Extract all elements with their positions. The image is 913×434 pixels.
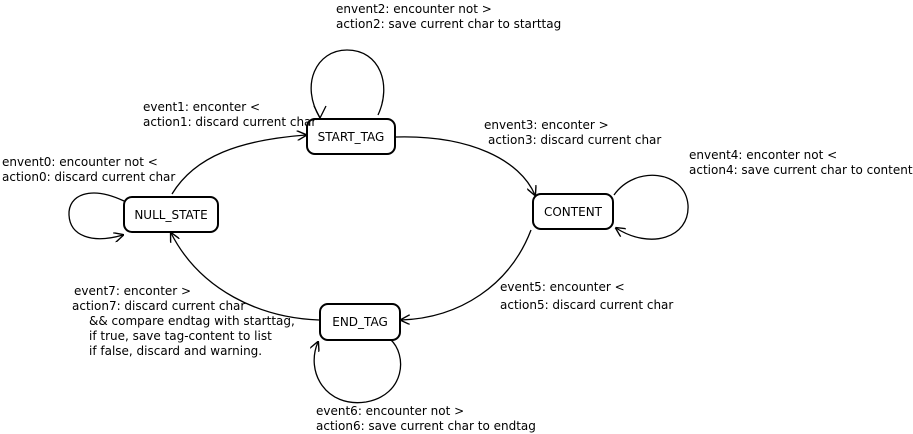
- label-t4: envent4: enconter not < action4: save cu…: [689, 148, 913, 178]
- label-t7: event7: enconter > action7: discard curr…: [72, 284, 295, 359]
- edge-t3-start-to-content: [395, 136, 535, 195]
- label-t3-action: action3: discard current char: [488, 133, 662, 147]
- edge-t5-content-to-end: [401, 229, 532, 320]
- label-t0-action: action0: discard current char: [2, 170, 176, 184]
- label-t4-event: envent4: enconter not <: [689, 148, 838, 162]
- edge-t4-self-loop: [613, 174, 689, 240]
- label-t4-action: action4: save current char to content: [689, 163, 913, 177]
- label-t3-event: envent3: enconter >: [484, 118, 609, 132]
- label-t2: envent2: encounter not > action2: save c…: [336, 2, 561, 32]
- state-end-tag: END_TAG: [319, 303, 401, 341]
- state-null-state-label: NULL_STATE: [134, 207, 208, 222]
- label-t5-action: action5: discard current char: [500, 298, 674, 312]
- label-t7-event: event7: enconter >: [74, 284, 192, 298]
- label-t3: envent3: enconter > action3: discard cur…: [484, 118, 661, 148]
- state-start-tag-label: START_TAG: [317, 129, 385, 144]
- label-t6: event6: encounter not > action6: save cu…: [316, 404, 536, 434]
- label-t0-event: envent0: encounter not <: [2, 155, 158, 169]
- label-t1: event1: enconter < action1: discard curr…: [143, 100, 316, 130]
- edge-t6-self-loop: [314, 338, 402, 404]
- edge-t1-null-to-start: [171, 135, 306, 195]
- state-end-tag-label: END_TAG: [332, 315, 388, 329]
- label-t2-event: envent2: encounter not >: [336, 2, 492, 16]
- label-t6-action: action6: save current char to endtag: [316, 419, 536, 433]
- label-t7-extra-3: if false, discard and warning.: [89, 344, 263, 358]
- label-t1-event: event1: enconter <: [143, 100, 261, 114]
- label-t5: event5: encounter < action5: discard cur…: [500, 280, 673, 313]
- label-t2-action: action2: save current char to starttag: [336, 17, 562, 31]
- label-t7-action: action7: discard current char: [72, 299, 246, 313]
- edge-t7-end-to-null: [171, 233, 320, 321]
- label-t0: envent0: encounter not < action0: discar…: [2, 155, 175, 185]
- state-null-state: NULL_STATE: [123, 196, 219, 233]
- label-t1-action: action1: discard current char: [143, 115, 317, 129]
- edge-t0-self-loop: [68, 192, 124, 239]
- label-t5-event: event5: encounter <: [500, 280, 625, 294]
- label-t6-event: event6: encounter not >: [316, 404, 465, 418]
- label-t7-extra-2: if true, save tag-content to list: [89, 329, 272, 343]
- edge-t2-self-loop: [310, 49, 385, 119]
- label-t7-extra-1: && compare endtag with starttag,: [89, 314, 295, 328]
- state-start-tag: START_TAG: [306, 118, 396, 155]
- state-content: CONTENT: [532, 193, 614, 230]
- state-content-label: CONTENT: [543, 204, 603, 219]
